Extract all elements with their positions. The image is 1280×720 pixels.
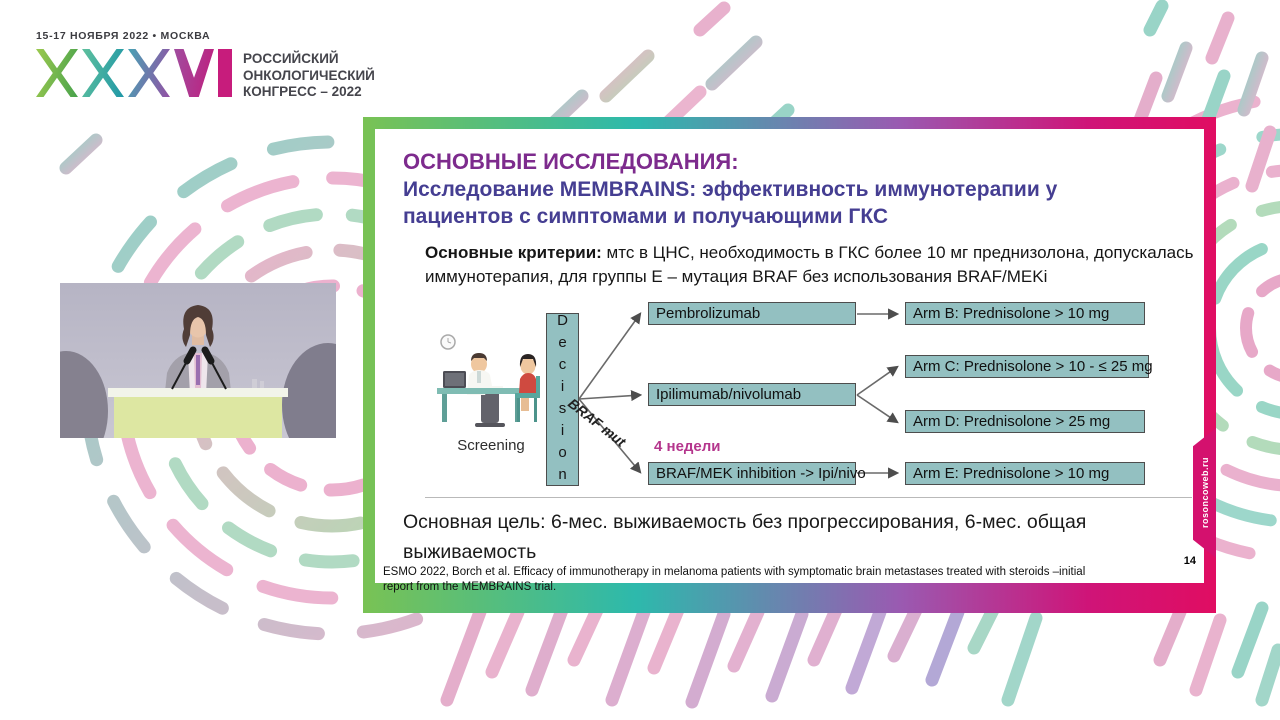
citation-line1: ESMO 2022, Borch et al. Efficacy of immu… xyxy=(383,566,1086,578)
citation: ESMO 2022, Borch et al. Efficacy of immu… xyxy=(383,565,1201,596)
criteria-line1: Основные критерии: мтс в ЦНС, необходимо… xyxy=(425,241,1193,265)
logo-letter-v xyxy=(174,49,214,97)
goal-line2: выживаемость xyxy=(403,541,537,564)
goal-line1: Основная цель: 6-мес. выживаемость без п… xyxy=(403,511,1087,533)
goal-text: Основная цель: 6-мес. выживаемость без п… xyxy=(403,507,1086,567)
slide-content: ОСНОВНЫЕ ИССЛЕДОВАНИЯ: Исследование MEMB… xyxy=(375,129,1204,593)
podium xyxy=(108,346,288,438)
weeks-label: 4 недели xyxy=(654,438,721,455)
screening-illustration xyxy=(437,334,540,427)
arm-box-c: Arm C: Prednisolone > 10 - ≤ 25 mg xyxy=(905,355,1153,378)
page-number: 14 xyxy=(1183,555,1196,567)
congress-name-line3: КОНГРЕСС – 2022 xyxy=(243,84,362,100)
flowchart-arrows xyxy=(578,308,900,479)
arm-box-d: Arm D: Prednisolone > 25 mg xyxy=(905,410,1145,433)
citation-line2: report from the MEMBRAINS trial. xyxy=(383,581,557,594)
screening-label: Screening xyxy=(457,437,525,454)
arm-box-b: Arm B: Prednisolone > 10 mg xyxy=(905,302,1145,325)
criteria-line1-rest: мтс в ЦНС, необходимость в ГКС более 10 … xyxy=(601,243,1194,262)
slide-title-line1: Исследование MEMBRAINS: эффективность им… xyxy=(403,178,1058,201)
congress-name: РОССИЙСКИЙ ОНКОЛОГИЧЕСКИЙ КОНГРЕСС – 202… xyxy=(243,49,375,101)
congress-name-line1: РОССИЙСКИЙ xyxy=(243,51,339,66)
decision-box: Decision xyxy=(546,312,579,488)
trial-flowchart: Screening Decision Pembrolizumab Ipilimu… xyxy=(375,129,1204,583)
website-tab: rosoncoweb.ru xyxy=(1193,428,1216,558)
flow-box-pembrolizumab: Pembrolizumab xyxy=(648,302,856,325)
divider-line xyxy=(425,497,1192,498)
logo-letter-x1 xyxy=(36,49,78,97)
speaker-video xyxy=(24,283,374,471)
event-logo: 15-17 НОЯБРЯ 2022 • МОСКВА XXVI РОССИЙСК… xyxy=(36,30,375,101)
criteria-line2: иммунотерапия, для группы Е – мутация BR… xyxy=(425,267,1048,287)
criteria-label: Основные критерии: xyxy=(425,243,602,262)
speaker-scene xyxy=(24,283,374,471)
slide-title-line2: пациентов с симптомами и получающими ГКС xyxy=(403,204,889,228)
xxvi-logo: XXVI xyxy=(36,49,232,97)
slide-kicker: ОСНОВНЫЕ ИССЛЕДОВАНИЯ: xyxy=(403,149,739,174)
congress-name-line2: ОНКОЛОГИЧЕСКИЙ xyxy=(243,67,375,83)
criteria-text: Основные критерии: мтс в ЦНС, необходимо… xyxy=(425,241,1193,289)
logo-letter-x3 xyxy=(128,49,170,97)
slide-title: Исследование MEMBRAINS: эффективность им… xyxy=(403,177,1057,231)
flow-box-ipi-nivo: Ipilimumab/nivolumab xyxy=(648,383,856,406)
website-text: rosoncoweb.ru xyxy=(1199,457,1210,529)
logo-letter-i xyxy=(218,49,232,97)
logo-letter-x2 xyxy=(82,49,124,97)
flow-box-braf-mek: BRAF/MEK inhibition -> Ipi/nivo xyxy=(648,462,866,485)
slide: ОСНОВНЫЕ ИССЛЕДОВАНИЯ: Исследование MEMB… xyxy=(363,117,1216,613)
congress-dates: 15-17 НОЯБРЯ 2022 • МОСКВА xyxy=(36,30,211,42)
arm-box-e: Arm E: Prednisolone > 10 mg xyxy=(905,462,1145,485)
